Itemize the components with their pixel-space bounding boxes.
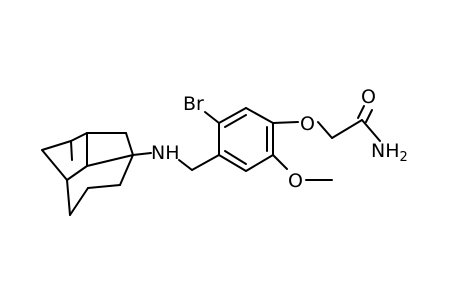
- bond: [272, 121, 299, 124]
- bond: [70, 140, 73, 161]
- aminomethyl-linker: [132, 152, 220, 171]
- bond: [132, 152, 152, 156]
- bromine-label: Br: [183, 93, 204, 115]
- adamantane-cage: [41, 132, 134, 216]
- bond: [317, 121, 333, 139]
- bond: [87, 184, 121, 189]
- amide-h-subscript: 2: [400, 150, 408, 165]
- bond: [245, 107, 274, 124]
- bond: [69, 187, 89, 216]
- bond: [86, 154, 134, 167]
- bond: [66, 179, 71, 216]
- bond: [224, 150, 247, 165]
- bond: [41, 149, 68, 181]
- bond: [119, 154, 134, 186]
- bond: [70, 132, 88, 142]
- bond: [357, 105, 365, 119]
- carbonyl-oxygen-label: O: [361, 86, 376, 108]
- bond: [361, 119, 381, 142]
- amine-nh-label: NH: [151, 142, 180, 164]
- bond: [204, 111, 220, 124]
- bond: [245, 154, 274, 172]
- bond: [66, 165, 88, 181]
- ether-oxygen-label: O: [300, 113, 315, 135]
- bond: [272, 154, 288, 170]
- bond: [191, 154, 220, 171]
- bond: [178, 159, 193, 171]
- bond: [218, 154, 247, 172]
- benzene-ring: [218, 107, 274, 172]
- bond: [41, 140, 72, 151]
- substituent-bonds: [204, 105, 381, 181]
- amide-n-text: NH: [371, 140, 400, 162]
- bond: [125, 132, 134, 156]
- bond: [224, 114, 247, 128]
- bond: [365, 109, 373, 123]
- bond: [218, 107, 247, 124]
- bond: [331, 119, 363, 139]
- amide-nh2-label: NH2: [371, 140, 408, 165]
- methoxy-oxygen-label: O: [288, 170, 303, 192]
